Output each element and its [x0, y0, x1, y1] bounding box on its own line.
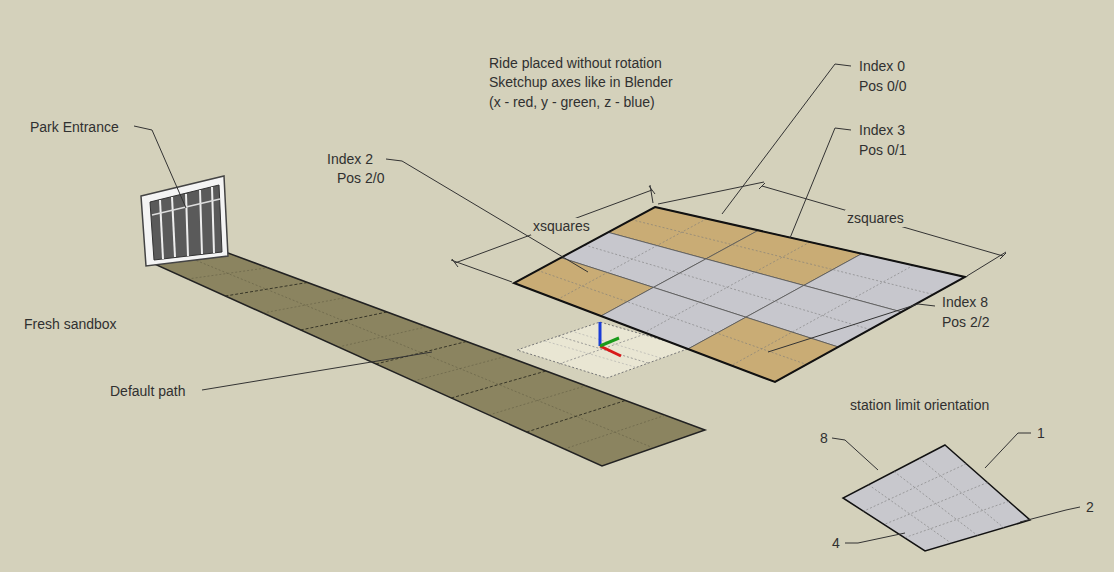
station-sub-line: [905, 501, 1009, 538]
sub-grid-line: [538, 270, 807, 364]
leader-lines: [134, 64, 1080, 543]
callout-index: Index 0: [857, 58, 907, 75]
sub-grid-line: [585, 245, 871, 330]
callout-number: 1: [1035, 425, 1047, 442]
note-text: Ride placed without rotation: [487, 55, 664, 72]
station-tile: [843, 445, 1030, 551]
station-sub-line: [920, 458, 1004, 528]
callout-index: Index 2: [325, 151, 375, 168]
dimension-label: xsquares: [531, 218, 592, 235]
station-sub-line: [869, 485, 952, 544]
sub-grid-line: [632, 220, 934, 295]
park-entrance: [141, 176, 228, 266]
callout-pos: Pos 2/0: [335, 170, 386, 187]
path-seam: [376, 342, 467, 365]
ghost-line: [545, 341, 635, 367]
ghost-line: [558, 336, 648, 363]
callout-number: 8: [818, 430, 830, 447]
z-axis: [599, 322, 602, 346]
note-text: Fresh sandbox: [22, 316, 119, 333]
callout-number: 4: [830, 535, 842, 552]
callout-label: Park Entrance: [28, 119, 121, 136]
note-text: (x - red, y - green, z - blue): [487, 94, 657, 111]
note-text: station limit orientation: [848, 397, 991, 414]
dimension-label: zsquares: [845, 210, 906, 227]
ride-tile: [688, 317, 838, 382]
dimension-lines: [451, 182, 1006, 282]
path-seam: [527, 401, 626, 433]
path-seam: [451, 371, 546, 398]
sub-grid-line: [732, 265, 914, 365]
callout-pos: Pos 0/1: [857, 142, 908, 159]
path-surface: [150, 253, 705, 466]
ride-grid: [514, 207, 965, 382]
callout-pos: Pos 2/2: [940, 314, 991, 331]
callout-pos: Pos 0/0: [857, 78, 908, 95]
ghost-line: [559, 334, 645, 364]
callout-index: Index 8: [940, 294, 990, 311]
callout-label: Default path: [108, 383, 188, 400]
station-sub-line: [864, 464, 967, 512]
y-axis: [600, 338, 619, 346]
station-surface: [843, 445, 1030, 551]
callout-number: 2: [1084, 499, 1096, 516]
path-seam: [301, 312, 387, 330]
station-sub-line: [884, 483, 988, 525]
x-axis: [600, 346, 621, 356]
ride-outline: [514, 207, 965, 382]
note-text: Sketchup axes like in Blender: [487, 74, 675, 91]
default-path: [150, 253, 705, 466]
callout-index: Index 3: [857, 122, 907, 139]
station-sub-line: [894, 472, 978, 536]
sub-grid-line: [645, 242, 811, 333]
